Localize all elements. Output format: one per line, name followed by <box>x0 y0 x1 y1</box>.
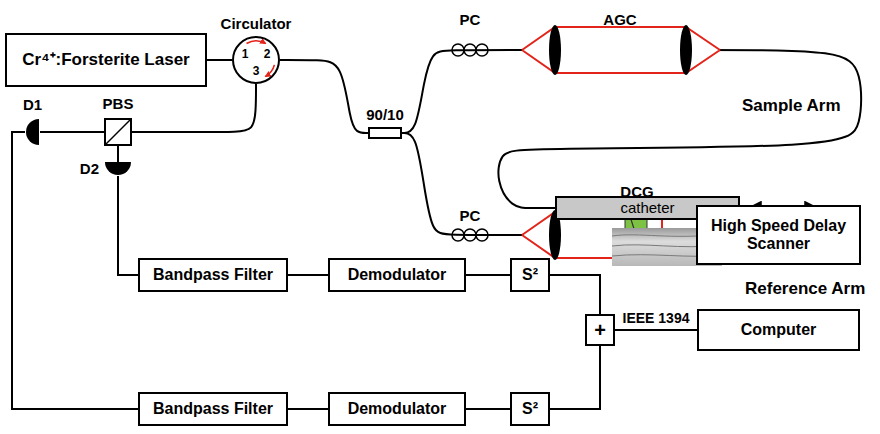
box-text: High Speed Delay Scanner <box>704 217 853 254</box>
polarization-controller <box>452 229 488 241</box>
detector-symbol-outline <box>104 162 132 176</box>
signal-wire <box>288 408 328 410</box>
signal-wire <box>466 274 510 276</box>
signal-wire <box>550 275 600 314</box>
delay-scanner-box: High Speed Delay Scanner <box>696 205 861 265</box>
port-number: 2 <box>264 48 271 62</box>
optical-fiber <box>402 133 696 235</box>
signal-wire <box>288 274 328 276</box>
arm-label: Reference Arm <box>745 279 865 299</box>
optical-fiber <box>280 60 368 133</box>
signal-wire <box>466 408 510 410</box>
signal-wire <box>117 146 119 162</box>
box-text: Demodulator <box>348 400 447 418</box>
port-number: 1 <box>242 48 249 62</box>
beam-splitter-cube: PBS <box>104 118 132 146</box>
demodulator-box: Demodulator <box>328 258 466 292</box>
part-label: D1 <box>23 96 42 113</box>
fiber-coupler: 90/10 <box>368 127 402 139</box>
box-text: S² <box>522 400 538 418</box>
connector-label: IEEE 1394 <box>621 310 692 326</box>
component-label: AGC <box>603 11 636 28</box>
signal-wire <box>40 131 104 133</box>
signal-wire <box>118 176 138 275</box>
box-text: + <box>594 319 606 342</box>
laser-box: Cr⁴⁺:Forsterite Laser <box>5 33 207 87</box>
component-label: DCG <box>620 183 653 200</box>
circulator-symbol: Circulator123 <box>232 36 280 84</box>
box-text: Computer <box>741 321 817 339</box>
lens-symbol <box>549 25 561 75</box>
beam-splitter-cube-outline <box>104 118 132 146</box>
detector-symbol: D1 <box>25 119 40 145</box>
lens-symbol <box>680 25 692 75</box>
probe-beam <box>661 219 663 228</box>
part-label: D2 <box>80 160 99 177</box>
detector-symbol-outline <box>25 119 40 145</box>
part-label: PBS <box>103 95 134 112</box>
component-label: PC <box>460 207 481 224</box>
signal-wire <box>12 132 138 409</box>
box-text: Cr⁴⁺:Forsterite Laser <box>22 50 189 70</box>
box-text: Bandpass Filter <box>153 266 273 284</box>
square-law-box: S² <box>510 258 550 292</box>
adder-box: + <box>585 314 615 346</box>
square-law-box: S² <box>510 392 550 426</box>
circulator-arrow <box>266 65 275 77</box>
circulator-arrow <box>247 41 266 44</box>
filter-box: Bandpass Filter <box>138 258 288 292</box>
signal-wire <box>550 346 600 409</box>
box-text: Demodulator <box>348 266 447 284</box>
component-label: PC <box>460 11 481 28</box>
port-number: 3 <box>253 65 260 79</box>
computer-box: Computer <box>697 309 860 351</box>
filter-box: Bandpass Filter <box>138 392 288 426</box>
arm-label: Sample Arm <box>742 96 841 116</box>
polarization-controller <box>452 44 488 56</box>
box-text: Bandpass Filter <box>153 400 273 418</box>
box-text: S² <box>522 266 538 284</box>
box-text: catheter <box>620 199 674 216</box>
demodulator-box: Demodulator <box>328 392 466 426</box>
detector-symbol: D2 <box>104 162 132 176</box>
part-label: Circulator <box>221 15 292 32</box>
signal-wire <box>207 59 232 61</box>
signal-wire <box>615 329 697 331</box>
part-label: 90/10 <box>366 106 404 123</box>
optical-fiber <box>132 84 256 132</box>
